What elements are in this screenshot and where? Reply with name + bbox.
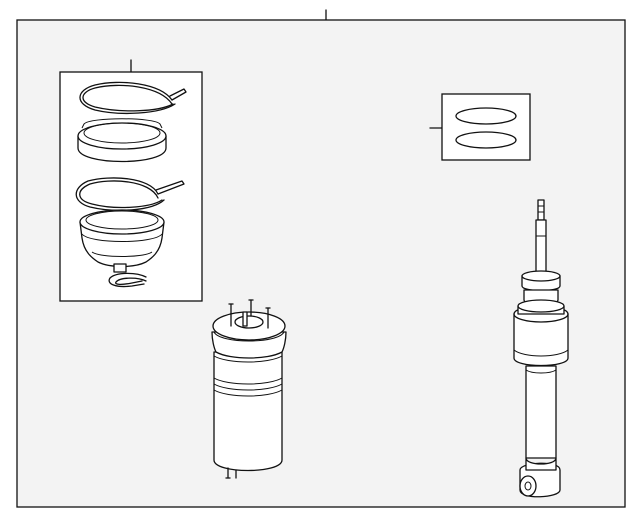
mount-kit-callout[interactable]: [59, 59, 203, 302]
air-spring-part[interactable]: [211, 299, 287, 479]
shock-absorber-icon: [513, 199, 569, 498]
rubber-mount-seat-kit-icon: [75, 81, 187, 288]
lower-seat-icon: [79, 209, 165, 273]
retaining-clip-icon: [108, 272, 147, 288]
shock-absorber-part[interactable]: [513, 199, 569, 498]
seal-rings-callout[interactable]: [429, 93, 531, 161]
seal-rings-box: [441, 93, 531, 161]
air-spring-bellows-icon: [211, 299, 287, 479]
upper-seat-icon: [77, 118, 167, 163]
o-ring-pair-icon: [455, 107, 517, 149]
upper-snap-ring-icon: [79, 81, 187, 115]
